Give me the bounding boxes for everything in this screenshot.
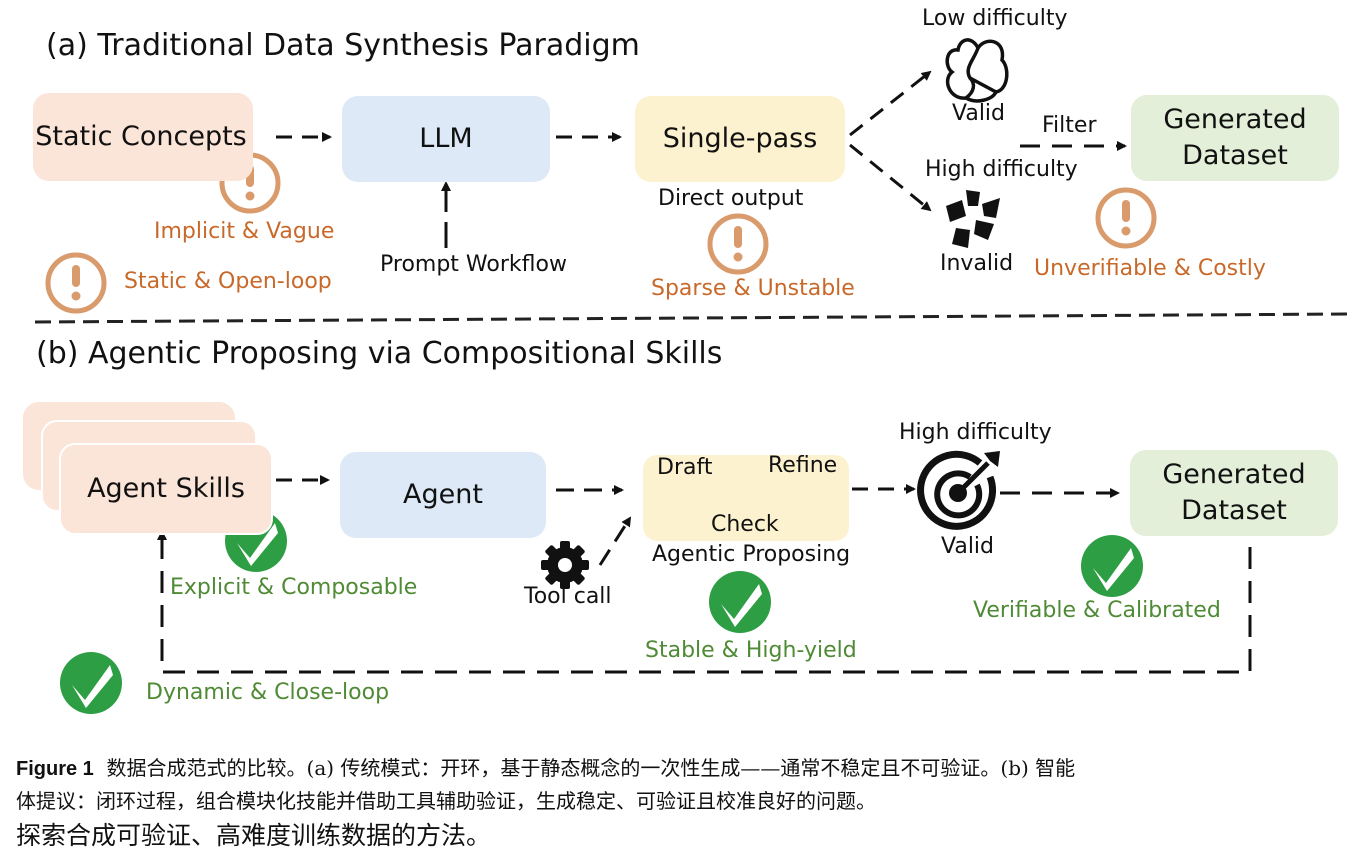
static-concepts-label: Static Concepts — [35, 120, 247, 152]
figure-caption: Figure 1 数据合成范式的比较。(a) 传统模式：开环，基于静态概念的一次… — [16, 752, 1075, 817]
agent-box: Agent — [340, 452, 546, 538]
generated-dataset-box-b: Generated Dataset — [1130, 450, 1338, 536]
target-icon — [917, 450, 1000, 530]
high-difficulty-label-a: High difficulty — [925, 157, 1078, 182]
benefit-stable-high-yield: Stable & High-yield — [645, 638, 857, 663]
invalid-high-difficulty-icon — [946, 190, 1000, 248]
filter-label: Filter — [1042, 113, 1097, 138]
agent-skills-label: Agent Skills — [87, 472, 245, 504]
issue-sparse-unstable: Sparse & Unstable — [651, 276, 855, 301]
benefit-dynamic-close-loop: Dynamic & Close-loop — [146, 680, 390, 705]
check-icon-dynamic — [60, 652, 122, 714]
generated-dataset-label-a: Generated Dataset — [1163, 103, 1307, 171]
agentic-proposing-label: Agentic Proposing — [652, 542, 851, 567]
direct-output-label: Direct output — [658, 186, 804, 211]
issue-unverifiable-costly: Unverifiable & Costly — [1034, 256, 1266, 281]
invalid-label: Invalid — [940, 251, 1014, 276]
arrow-to-low-difficulty — [849, 70, 932, 137]
gear-icon — [541, 541, 589, 589]
warning-icon-unverifiable — [1098, 190, 1154, 246]
valid-low-difficulty-icon — [945, 38, 1009, 103]
section-a-title: (a) Traditional Data Synthesis Paradigm — [46, 28, 640, 63]
single-pass-label: Single-pass — [662, 122, 818, 154]
arrow-tool-to-proposing — [598, 516, 632, 566]
arrow-to-high-difficulty — [849, 143, 932, 212]
benefit-verifiable-calibrated: Verifiable & Calibrated — [973, 598, 1221, 623]
prompt-workflow-label: Prompt Workflow — [380, 252, 567, 277]
warning-icon-static — [48, 255, 104, 311]
agentic-proposing-box — [643, 455, 849, 541]
low-difficulty-label: Low difficulty — [922, 6, 1068, 31]
caption-line-3: 探索合成可验证、高难度训练数据的方法。 — [16, 821, 492, 850]
single-pass-box: Single-pass — [635, 96, 845, 182]
figure-label: Figure 1 — [16, 758, 94, 780]
warning-icon-sparse — [710, 216, 766, 272]
high-difficulty-label-b: High difficulty — [899, 420, 1052, 445]
section-b-title: (b) Agentic Proposing via Compositional … — [36, 336, 723, 371]
issue-static-open-loop: Static & Open-loop — [124, 269, 332, 294]
generated-dataset-label-b: Generated Dataset — [1162, 458, 1306, 526]
valid-label-b: Valid — [941, 534, 995, 559]
check-icon-stable — [709, 571, 771, 633]
section-divider — [34, 312, 1351, 324]
cycle-refine-label: Refine — [768, 453, 838, 478]
issue-implicit-vague: Implicit & Vague — [154, 219, 335, 244]
cycle-check-label: Check — [711, 512, 779, 537]
tool-call-label: Tool call — [524, 584, 612, 609]
valid-label-a: Valid — [952, 101, 1006, 126]
llm-label: LLM — [419, 122, 473, 154]
llm-box: LLM — [342, 96, 550, 182]
agent-skills-box: Agent Skills — [59, 443, 273, 535]
caption-line-1: 数据合成范式的比较。(a) 传统模式：开环，基于静态概念的一次性生成——通常不稳… — [106, 756, 1076, 780]
static-concepts-box: Static Concepts — [33, 93, 253, 181]
generated-dataset-box-a: Generated Dataset — [1131, 95, 1339, 181]
caption-line-2: 体提议：闭环过程，组合模块化技能并借助工具辅助验证，生成稳定、可验证且校准良好的… — [16, 789, 876, 813]
check-icon-verifiable — [1081, 535, 1143, 597]
cycle-draft-label: Draft — [657, 455, 713, 480]
benefit-explicit-composable: Explicit & Composable — [170, 575, 418, 600]
agent-label: Agent — [403, 478, 483, 510]
